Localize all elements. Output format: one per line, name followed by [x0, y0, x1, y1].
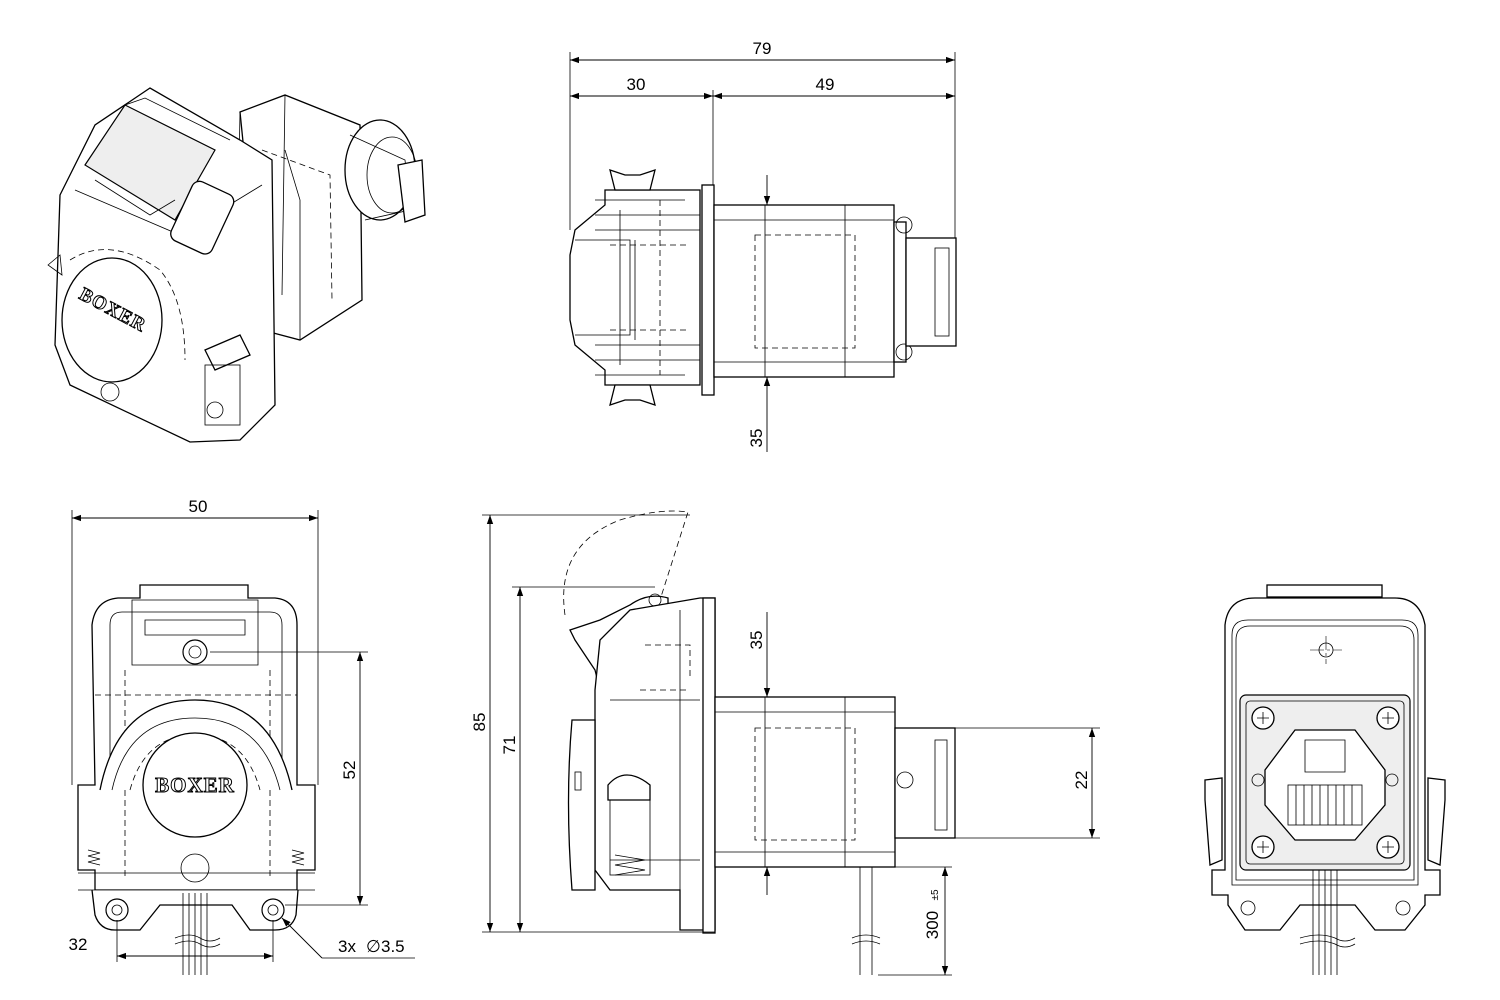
side-open-lid-arc [563, 510, 689, 616]
iso-hole [100, 382, 120, 402]
front-mount-base [91, 889, 299, 931]
dim-300: 300 [923, 911, 942, 939]
side-connector [894, 727, 956, 839]
iso-view: BOXER [47, 87, 426, 443]
top-motor [713, 204, 895, 378]
side-motor [714, 696, 896, 868]
dim-35-side: 35 [747, 631, 766, 650]
dim-22: 22 [1072, 771, 1091, 790]
front-top-hole [182, 639, 208, 665]
dim-300-tolerance: ±5 [930, 889, 941, 900]
side-view: 85 71 35 22 300 ±5 [470, 510, 1100, 976]
dim-32: 32 [69, 935, 88, 954]
front-view: BOXER 50 52 32 3x ∅ 3.5 [69, 497, 415, 975]
dim-52: 52 [340, 761, 359, 780]
dim-35-top: 35 [747, 429, 766, 448]
hole-callout-count: 3x [338, 937, 356, 956]
hole-callout-symbol: ∅ [366, 937, 381, 956]
dim-85: 85 [470, 713, 489, 732]
iso-rotor-cover [61, 257, 163, 383]
top-connector [905, 237, 957, 347]
dim-50: 50 [189, 497, 208, 516]
dim-30: 30 [627, 75, 646, 94]
side-pump-head [594, 597, 716, 931]
rear-view [1204, 584, 1446, 975]
top-flange [701, 184, 715, 396]
side-flange [702, 597, 716, 934]
dim-49: 49 [816, 75, 835, 94]
dim-79: 79 [753, 39, 772, 58]
front-rotor-cover [142, 732, 248, 838]
rear-screws [1251, 706, 1400, 859]
rear-top-tab [1266, 584, 1383, 598]
iso-clamp-lid [84, 104, 216, 221]
top-view: 79 30 49 35 [569, 39, 957, 452]
hole-callout-diameter: 3.5 [381, 937, 405, 956]
dim-71: 71 [500, 736, 519, 755]
front-brand-label: BOXER [155, 773, 235, 797]
